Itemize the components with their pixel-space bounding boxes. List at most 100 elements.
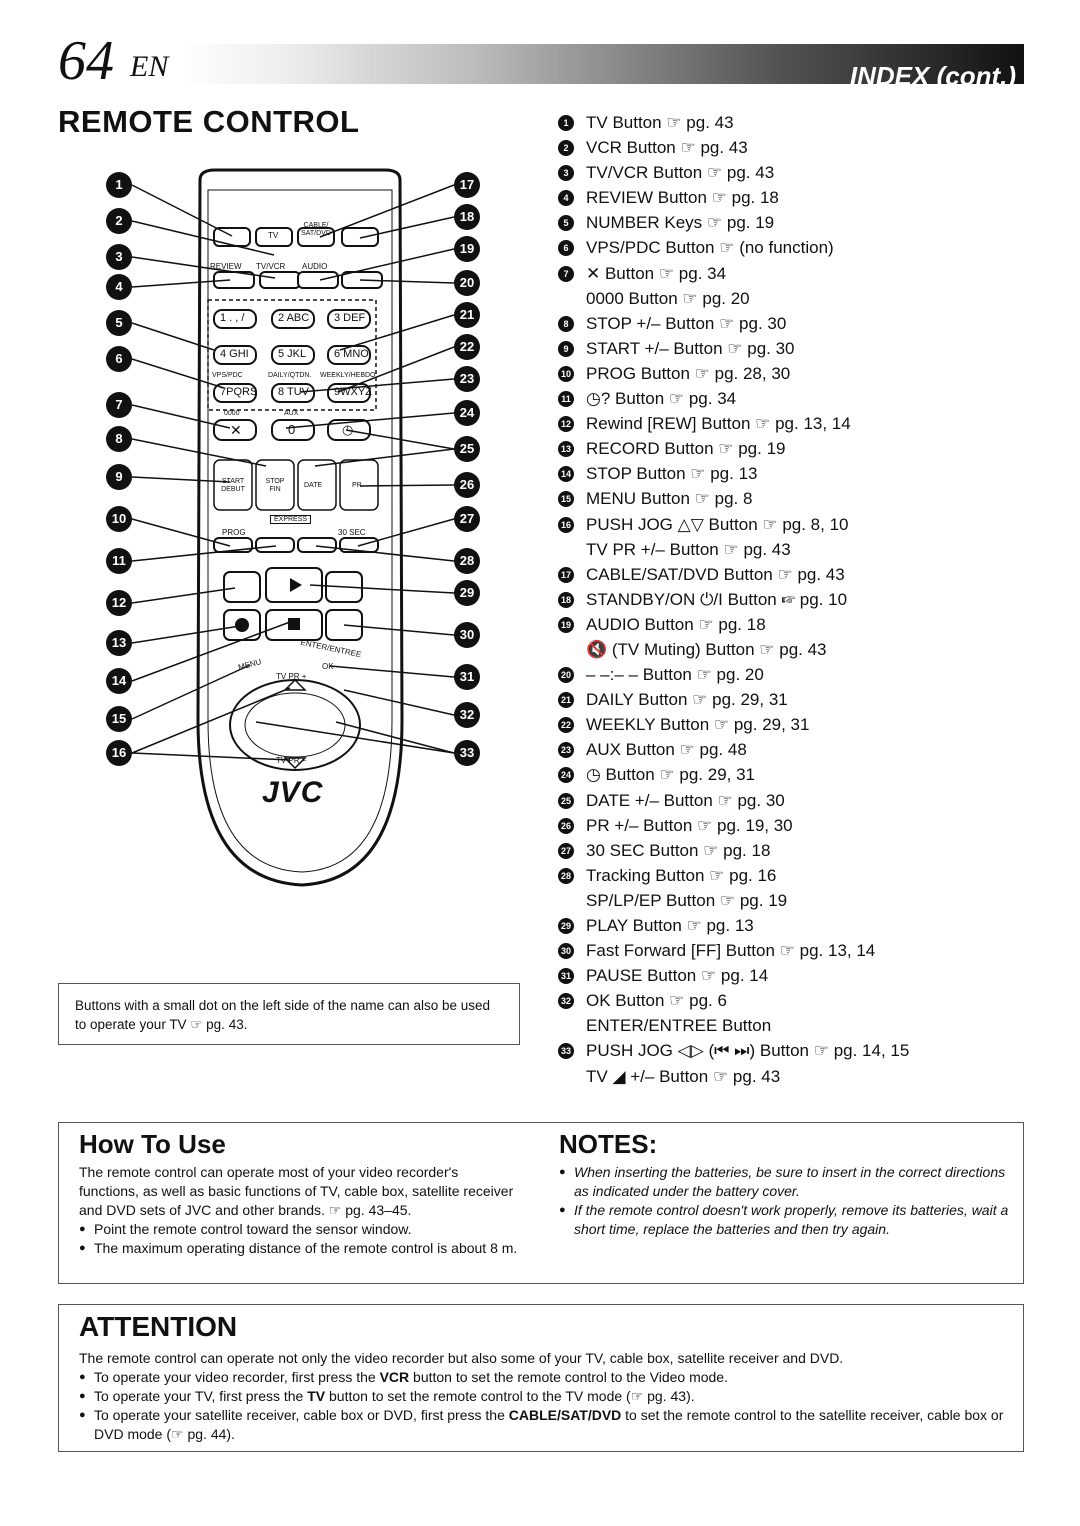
callout-33: 33 — [454, 740, 480, 766]
callout-12: 12 — [106, 590, 132, 616]
callout-32: 32 — [454, 702, 480, 728]
attention-title: ATTENTION — [79, 1311, 238, 1342]
key-5-label: 5 JKL — [278, 348, 307, 360]
callout-8: 8 — [106, 426, 132, 452]
index-item-19-sub: 🔇 (TV Muting) Button ☞ pg. 43 — [586, 639, 827, 659]
express-label: EXPRESS — [270, 515, 312, 524]
callout-17: 17 — [454, 172, 480, 198]
callout-16: 16 — [106, 740, 132, 766]
page-header: 64 EN INDEX (cont.) — [58, 30, 1024, 92]
remote-control-figure: TV CABLE/ SAT/DVD REVIEW TV/VCR AUDIO 1 … — [90, 160, 510, 900]
key-1-label: 1 . , / — [220, 312, 245, 324]
tvvcr-key-label: TV/VCR — [256, 262, 286, 271]
key-8-label: 8 TUV — [278, 386, 309, 398]
how-to-use-title: How To Use — [79, 1129, 226, 1159]
key-2-label: 2 ABC — [278, 312, 310, 324]
notes-bullet: When inserting the batteries, be sure to… — [559, 1163, 1009, 1201]
header-bar: INDEX (cont.) — [182, 44, 1024, 91]
callout-3: 3 — [106, 244, 132, 270]
date-label: DATE — [304, 482, 323, 489]
callout-27: 27 — [454, 506, 480, 532]
callout-13: 13 — [106, 630, 132, 656]
x-icon: ✕ — [230, 422, 242, 438]
key-6-label: 6 MNO — [334, 348, 369, 360]
attention-intro: The remote control can operate not only … — [79, 1350, 844, 1366]
how-to-use-box: How To Use The remote control can operat… — [58, 1122, 1024, 1284]
callout-15: 15 — [106, 706, 132, 732]
attention-bullet: To operate your satellite receiver, cabl… — [79, 1406, 1009, 1444]
index-item-16-sub: TV PR +/– Button ☞ pg. 43 — [586, 539, 791, 559]
sec30-label: 30 SEC — [338, 528, 366, 537]
callout-2: 2 — [106, 208, 132, 234]
callout-7: 7 — [106, 392, 132, 418]
audio-key-label: AUDIO — [302, 262, 328, 271]
callout-21: 21 — [454, 302, 480, 328]
callout-6: 6 — [106, 346, 132, 372]
index-item-7: 7✕ Button ☞ pg. 34 — [558, 261, 1028, 286]
callout-30: 30 — [454, 622, 480, 648]
callout-19: 19 — [454, 236, 480, 262]
callout-1: 1 — [106, 172, 132, 198]
callout-20: 20 — [454, 270, 480, 296]
jvc-logo: JVC — [262, 776, 324, 809]
section-title: REMOTE CONTROL — [58, 104, 360, 139]
page-number: 64 — [58, 30, 114, 92]
how-to-use-bullet: Point the remote control toward the sens… — [79, 1220, 521, 1239]
index-item-33-sub: TV ◢ +/– Button ☞ pg. 43 — [586, 1066, 781, 1086]
callout-4: 4 — [106, 274, 132, 300]
callout-28: 28 — [454, 548, 480, 574]
callout-24: 24 — [454, 400, 480, 426]
tvpr-bottom-label: TV PR – — [276, 756, 307, 765]
tvpr-top-label: TV PR + — [276, 672, 307, 681]
vpspdc-label: VPS/PDC — [212, 372, 243, 379]
callout-29: 29 — [454, 580, 480, 606]
callout-5: 5 — [106, 310, 132, 336]
remote-illustration — [196, 168, 404, 887]
index-item-7-sub: 0000 Button ☞ pg. 20 — [586, 288, 750, 308]
callout-31: 31 — [454, 664, 480, 690]
attention-text: The remote control can operate not only … — [79, 1349, 1009, 1444]
how-to-use-text: The remote control can operate most of y… — [79, 1163, 521, 1258]
how-to-use-bullet: The maximum operating distance of the re… — [79, 1239, 521, 1258]
key-4-label: 4 GHI — [220, 348, 249, 360]
cable-key-label: CABLE/ SAT/DVD — [301, 222, 331, 237]
index-item-20: 20– –:– – Button ☞ pg. 20 — [558, 662, 1028, 687]
key-7-label: 7PQRS — [220, 386, 258, 398]
zeros-label: 0000 — [224, 410, 240, 417]
key-0-label: 0 — [288, 422, 296, 437]
leader-lines — [131, 184, 455, 761]
callout-26: 26 — [454, 472, 480, 498]
tv-key-label: TV — [268, 231, 279, 240]
weekly-label: WEEKLY/HEBDO — [320, 372, 376, 379]
callout-9: 9 — [106, 464, 132, 490]
review-key-label: REVIEW — [210, 262, 242, 271]
stop-label: STOP FIN — [265, 478, 285, 493]
start-label: START DEBUT — [221, 478, 245, 493]
pr-label: PR — [352, 482, 362, 489]
